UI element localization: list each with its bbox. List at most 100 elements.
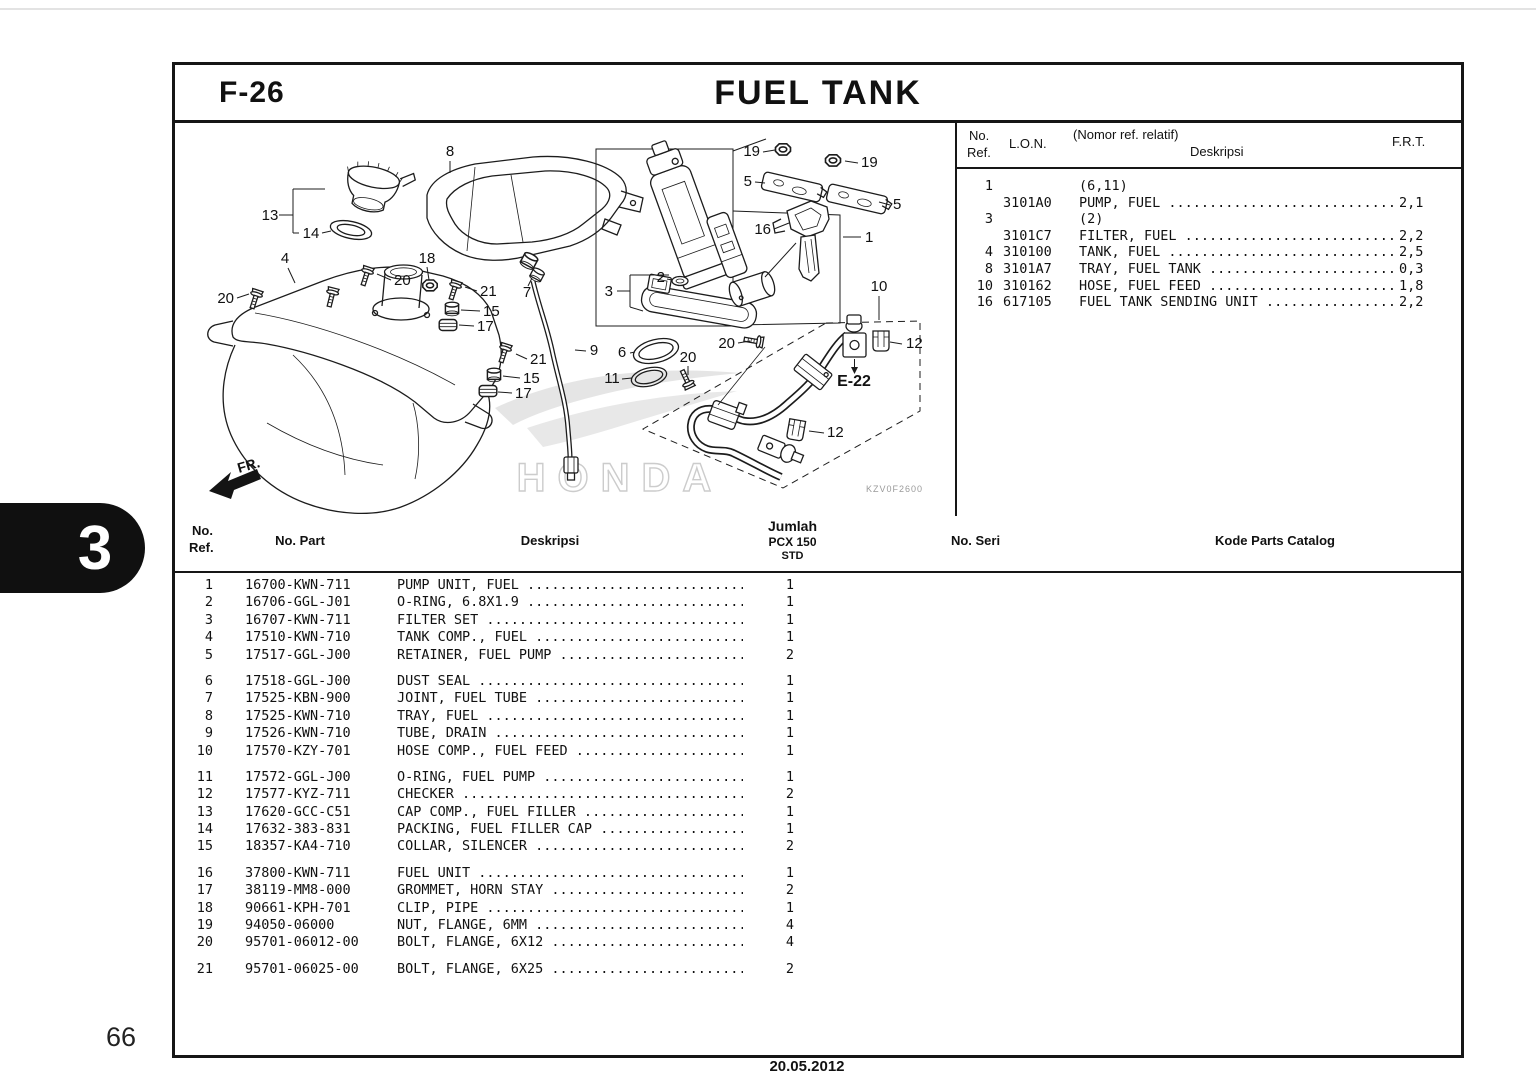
lon-row: 16 617105 FUEL TANK SENDING UNIT .........…: [957, 294, 1461, 311]
lon-frt: 2,1: [1399, 194, 1424, 211]
row-part: 90661-KPH-701: [245, 899, 351, 916]
callout-leaders: [236, 149, 903, 434]
callout-checker12-b: 12: [827, 424, 844, 441]
row-part: 17570-KZY-701: [245, 742, 351, 759]
row-qty: 4: [785, 917, 795, 934]
page-number: 66: [106, 1022, 137, 1052]
row-desc: HOSE COMP., FUEL FEED ..................…: [397, 742, 743, 759]
fuel-tray-drawing: [426, 155, 644, 261]
row-ref: 11: [196, 768, 213, 785]
callout-packing: 14: [303, 225, 320, 242]
row-ref: 3: [204, 611, 213, 628]
parts-header-kode: Kode Parts Catalog: [1215, 533, 1335, 548]
row-part: 17577-KYZ-711: [245, 786, 351, 803]
row-ref: 15: [196, 838, 213, 855]
fr-label: FR.: [235, 454, 261, 476]
callout-filter3: 3: [605, 283, 613, 300]
row-desc: O-RING, FUEL PUMP ......................…: [397, 768, 743, 785]
row-ref: 10: [196, 742, 213, 759]
callout-nut19-b: 19: [861, 154, 878, 171]
row-qty: 1: [785, 690, 795, 707]
lon-ref: 3: [984, 211, 993, 228]
callout-bolt20-mid: 20: [394, 272, 411, 289]
row-part: 16706-GGL-J01: [245, 594, 351, 611]
row-ref: 6: [204, 672, 213, 689]
row-ref: 12: [196, 786, 213, 803]
row-ref: 9: [204, 725, 213, 742]
lon-header-ref: Ref.: [967, 145, 991, 160]
row-part: 95701-06012-00: [245, 934, 359, 951]
callout-retainer5-b: 5: [893, 196, 901, 213]
section-tab-number: 3: [77, 513, 113, 583]
callout-clip-pipe: 18: [419, 250, 436, 267]
callout-nut19-a: 19: [743, 143, 760, 160]
callout-collar15-up: 15: [483, 303, 500, 320]
row-part: 94050-06000: [245, 917, 335, 934]
callout-grommet17-low: 17: [515, 385, 532, 402]
parts-header-no: No.: [192, 523, 213, 538]
row-part: 16700-KWN-711: [245, 577, 351, 593]
lon-frt: 2,5: [1399, 244, 1424, 261]
row-desc: TUBE, DRAIN ............................…: [397, 725, 743, 742]
row-desc: TANK COMP., FUEL .......................…: [397, 629, 743, 646]
row-qty: 1: [785, 629, 795, 646]
lon-desc: FILTER, FUEL ..........................: [1079, 227, 1395, 244]
callout-joint: 7: [523, 284, 531, 301]
row-desc: TRAY, FUEL .............................…: [397, 707, 743, 724]
lon-frt: 0,3: [1399, 260, 1424, 277]
row-qty: 1: [785, 594, 795, 611]
callout-sending16: 16: [754, 221, 771, 238]
row-part: 38119-MM8-000: [245, 882, 351, 899]
row-desc: BOLT, FLANGE, 6X25 .....................…: [397, 960, 743, 977]
row-desc: CLIP, PIPE .............................…: [397, 899, 743, 916]
row-part: 17510-KWN-710: [245, 629, 351, 646]
callout-pump1: 1: [865, 229, 873, 246]
callout-oring2: 2: [657, 269, 665, 286]
callout-grommet17-up: 17: [477, 318, 494, 335]
lon-desc: TANK, FUEL ............................: [1079, 244, 1395, 261]
lon-desc: TRAY, FUEL TANK .......................: [1079, 260, 1395, 277]
lon-ref: 16: [976, 294, 993, 311]
lon-desc: PUMP, FUEL ............................: [1079, 194, 1395, 211]
pump-unit-drawing: [595, 138, 841, 329]
e22-reference: E-22: [837, 373, 871, 390]
page-header: F-26 FUEL TANK: [175, 65, 1461, 123]
tank-hardware-drawing: [245, 264, 514, 398]
row-part: 18357-KA4-710: [245, 838, 351, 855]
row-qty: 1: [785, 707, 795, 724]
lon-desc: FUEL TANK SENDING UNIT ................: [1079, 294, 1395, 311]
row-part: 17572-GGL-J00: [245, 768, 351, 785]
lon-code: 310162: [1003, 277, 1052, 294]
watermark-text: HONDA: [517, 456, 724, 500]
lon-desc: HOSE, FUEL FEED .......................: [1079, 277, 1395, 294]
lon-header-deskripsi: Deskripsi: [1190, 144, 1244, 159]
parts-table-rows: 1 16700-KWN-711 PUMP UNIT, FUEL ..........…: [175, 577, 1461, 978]
section-tab: 3: [0, 503, 145, 593]
table-row: 1 16700-KWN-711 PUMP UNIT, FUEL ..........…: [175, 577, 1461, 594]
lon-ref: 1: [984, 178, 993, 194]
catalog-page-frame: F-26 FUEL TANK: [172, 62, 1464, 1058]
row-part: 17518-GGL-J00: [245, 672, 351, 689]
lon-ref: [957, 195, 993, 212]
row-desc: FUEL UNIT ..............................…: [397, 864, 743, 881]
row-desc: PUMP UNIT, FUEL ........................…: [397, 577, 743, 593]
lon-code: 617105: [1003, 294, 1052, 311]
row-part: 37800-KWN-711: [245, 864, 351, 881]
lon-row: 3(2): [957, 211, 1461, 228]
row-ref: 1: [204, 577, 213, 593]
row-part: 17525-KWN-710: [245, 707, 351, 724]
lon-code: 3101C7: [1003, 227, 1052, 244]
row-part: 17632-383-831: [245, 821, 351, 838]
honda-watermark: HONDA: [495, 370, 740, 501]
fuel-tank-drawing: [207, 264, 502, 515]
row-qty: 1: [785, 742, 795, 759]
